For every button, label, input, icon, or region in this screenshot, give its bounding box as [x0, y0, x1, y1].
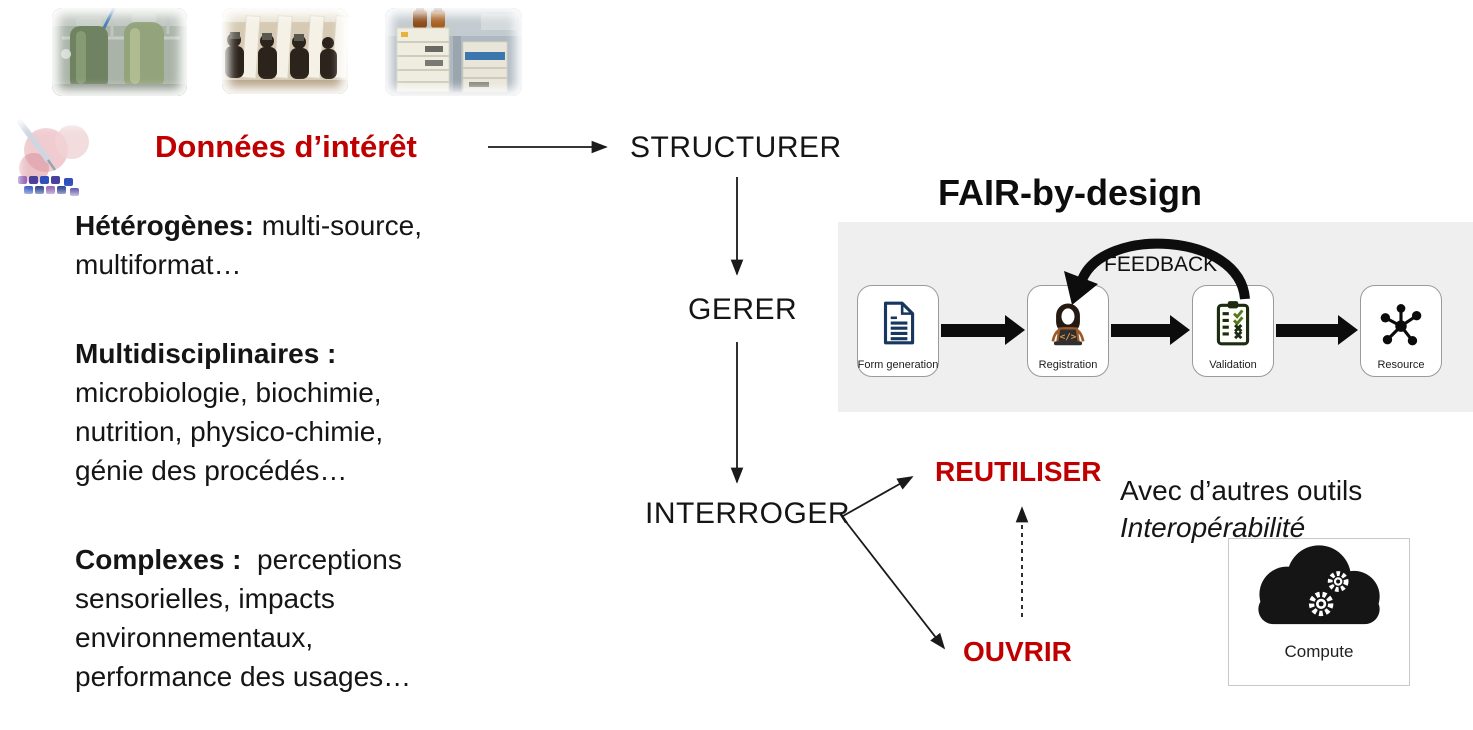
paragraph-multidisciplinaires: Multidisciplinaires : microbiologie, bio… [75, 334, 427, 490]
svg-text:</>: </> [1060, 331, 1077, 342]
arrow-registration-to-validation [1111, 315, 1190, 345]
note-other-tools: Avec d’autres outils [1120, 475, 1363, 506]
checklist-icon [1193, 286, 1273, 359]
person-laptop-icon: </> [1028, 286, 1108, 359]
arrow-interroger-to-reutiliser [842, 476, 914, 517]
note-interoperability: Interopérabilité [1120, 512, 1306, 543]
fair-step-validation: Validation [1192, 285, 1274, 377]
fair-step-registration: </> Registration [1027, 285, 1109, 377]
fair-step-label: Validation [1209, 359, 1257, 371]
photo-fermenters [52, 8, 187, 96]
fair-step-label: Form generation [857, 359, 939, 371]
compute-card: Compute [1228, 538, 1410, 686]
fair-by-design-title: FAIR-by-design [937, 172, 1202, 213]
photo-sensory-booths [222, 8, 348, 94]
feedback-label: FEEDBACK [1104, 253, 1218, 276]
paragraph-lead: Hétérogènes: [75, 210, 254, 241]
flow-step-gerer: GERER [688, 293, 798, 326]
paragraph-lead: Complexes : [75, 544, 242, 575]
arrow-interroger-to-ouvrir [842, 517, 946, 650]
fair-step-label: Registration [1038, 359, 1098, 371]
flow-step-interroger: INTERROGER [645, 497, 851, 530]
paragraph-rest: perceptions sensorielles, impacts enviro… [75, 544, 412, 692]
flow-step-reutiliser: REUTILISER [935, 456, 1102, 487]
photo-pipette-microplate [12, 118, 107, 200]
arrow-form-to-registration [941, 315, 1025, 345]
paragraph-rest: multi-source, multiformat… [75, 210, 422, 280]
document-icon [858, 286, 938, 359]
paragraph-heterogenes: Hétérogènes: multi-source, multiformat… [75, 206, 427, 284]
arrow-validation-to-resource [1276, 315, 1358, 345]
flow-step-structurer: STRUCTURER [630, 131, 842, 164]
fair-step-form-generation: Form generation [857, 285, 939, 377]
compute-label: Compute [1284, 642, 1354, 661]
paragraph-rest: microbiologie, biochimie, nutrition, phy… [75, 377, 384, 486]
data-characteristics-text: Hétérogènes: multi-source, multiformat… … [75, 206, 427, 730]
source-data-label: Données d’intérêt [155, 129, 417, 164]
paragraph-complexes: Complexes : perceptions sensorielles, im… [75, 540, 427, 696]
flow-step-ouvrir: OUVRIR [963, 636, 1072, 667]
network-icon [1361, 286, 1441, 359]
fair-step-resource: Resource [1360, 285, 1442, 377]
fair-step-label: Resource [1377, 359, 1425, 371]
paragraph-lead: Multidisciplinaires : [75, 338, 337, 369]
photo-lab-instruments [385, 8, 522, 96]
cloud-gears-icon [1239, 539, 1399, 644]
